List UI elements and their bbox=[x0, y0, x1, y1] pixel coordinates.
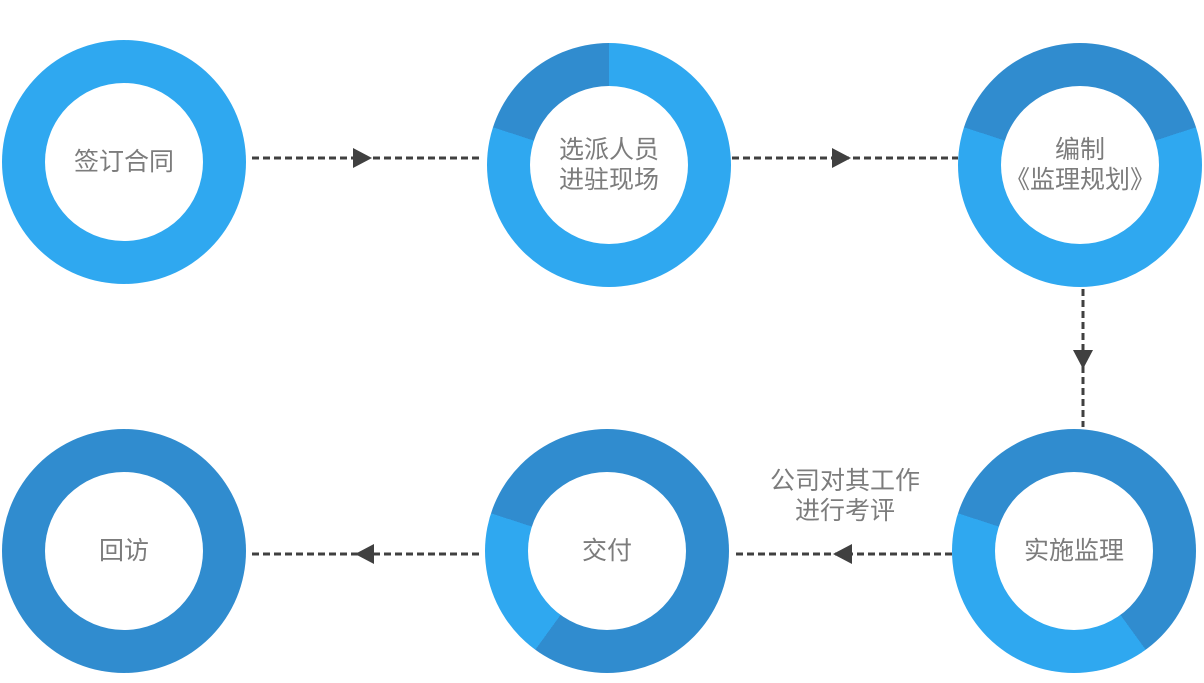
arrow-sign-contract-to-dispatch bbox=[252, 148, 480, 168]
donut-hole bbox=[528, 472, 686, 630]
node-label-line: 实施监理 bbox=[1023, 537, 1124, 565]
arrowhead-down-icon bbox=[1073, 350, 1093, 369]
arrowhead-left-icon bbox=[355, 544, 374, 564]
flow-node-dispatch-personnel: 选派人员 进驻现场 bbox=[487, 43, 731, 287]
node-label-line: 编制 bbox=[1054, 136, 1105, 164]
node-label-line: 回访 bbox=[98, 537, 149, 565]
node-label: 编制 《监理规划》 bbox=[958, 43, 1202, 287]
flow-node-sign-contract: 签订合同 bbox=[2, 40, 246, 284]
arrowhead-right-icon bbox=[832, 148, 851, 168]
node-label-line: 交付 bbox=[581, 537, 632, 565]
node-label: 回访 bbox=[2, 429, 246, 673]
node-label: 实施监理 bbox=[952, 429, 1196, 673]
node-label: 选派人员 进驻现场 bbox=[487, 43, 731, 287]
arrow-compile-plan-to-implement bbox=[1073, 289, 1093, 427]
arrow-dispatch-to-compile-plan bbox=[732, 148, 958, 168]
evaluation-note: 公司对其工作 进行考评 bbox=[745, 466, 945, 526]
donut-hole bbox=[45, 472, 203, 630]
node-label-line: 签订合同 bbox=[73, 148, 174, 176]
donut-hole bbox=[1001, 86, 1159, 244]
node-label-line: 进驻现场 bbox=[558, 166, 659, 194]
arrow-delivery-to-return-visit bbox=[252, 544, 482, 564]
arrowhead-left-icon bbox=[833, 544, 852, 564]
evaluation-note-line: 公司对其工作 bbox=[769, 467, 920, 495]
flow-node-compile-supervision-plan: 编制 《监理规划》 bbox=[958, 43, 1202, 287]
arrow-implement-to-delivery bbox=[736, 544, 952, 564]
flow-node-return-visit: 回访 bbox=[2, 429, 246, 673]
node-label: 交付 bbox=[485, 429, 729, 673]
donut-hole bbox=[530, 86, 688, 244]
node-label-line: 选派人员 bbox=[558, 136, 659, 164]
node-label: 签订合同 bbox=[2, 40, 246, 284]
evaluation-note-line: 进行考评 bbox=[794, 497, 895, 525]
arrowhead-right-icon bbox=[353, 148, 372, 168]
donut-hole bbox=[995, 472, 1153, 630]
flow-node-implement-supervision: 实施监理 bbox=[952, 429, 1196, 673]
donut-hole bbox=[45, 83, 203, 241]
node-label-line: 《监理规划》 bbox=[1004, 166, 1155, 194]
flow-node-delivery: 交付 bbox=[485, 429, 729, 673]
